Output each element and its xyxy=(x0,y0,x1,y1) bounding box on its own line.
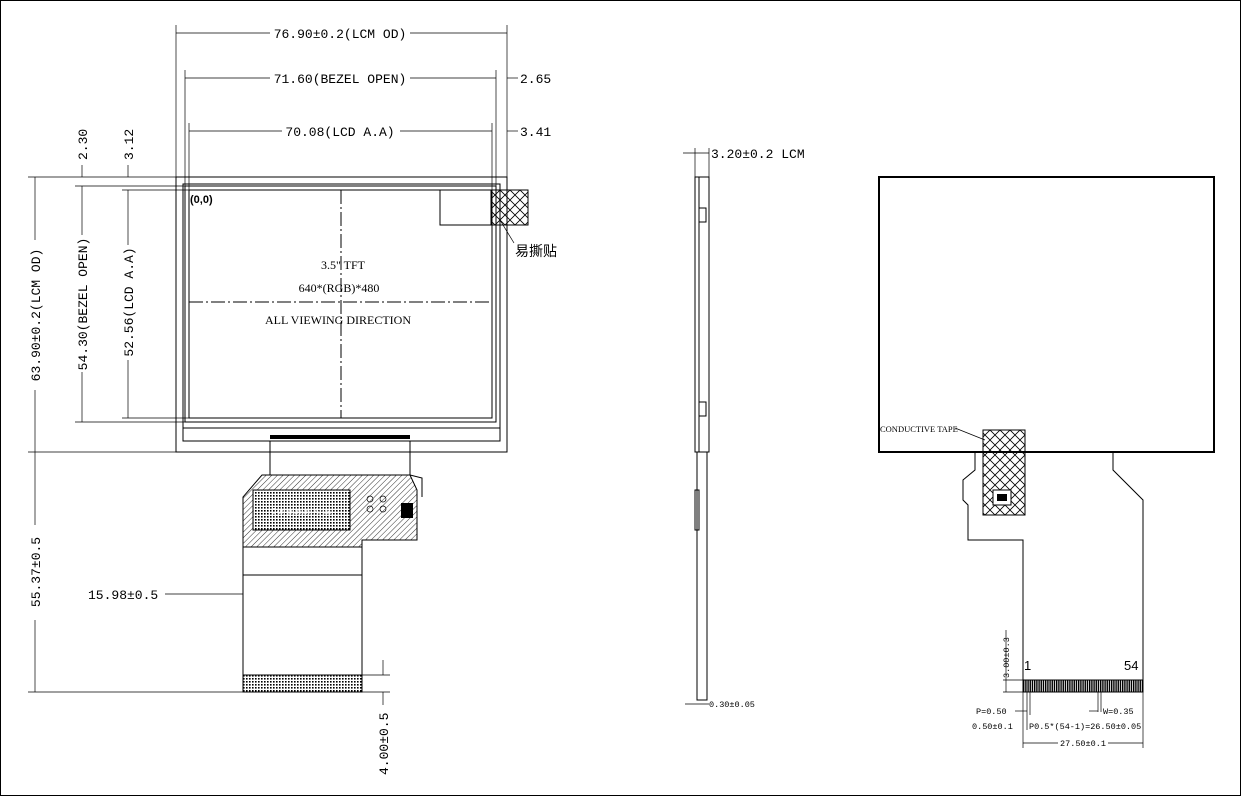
size-label: 3.5" TFT xyxy=(321,258,366,272)
bezel-outline xyxy=(182,183,501,442)
dim-bezel-open-height: 54.30(BEZEL OPEN) xyxy=(76,238,91,371)
rear-view: CONDUCTIVE TAPE 1 54 3.00±0.3 P=0.50 W=0… xyxy=(878,176,1215,749)
fpc-bond xyxy=(270,435,410,439)
peel-hatch xyxy=(490,189,529,226)
dim-stiffener: 4.00±0.5 xyxy=(377,713,392,775)
dim-right-bezel: 2.65 xyxy=(520,72,551,87)
component-area xyxy=(252,489,351,531)
dim-finger-length: 3.00±0.3 xyxy=(1002,637,1012,678)
dim-total-width: 27.50±0.1 xyxy=(1060,739,1106,749)
dim-edge: 0.50±0.1 xyxy=(972,722,1013,732)
side-outline xyxy=(694,176,710,453)
origin-label: (0,0) xyxy=(190,194,213,206)
connector-pads xyxy=(401,503,413,518)
dim-bezel-open-width: 71.60(BEZEL OPEN) xyxy=(274,72,407,87)
pin-54-label: 54 xyxy=(1124,658,1138,673)
resolution-label: 640*(RGB)*480 xyxy=(299,281,380,295)
dim-lcm-od-height: 63.90±0.2(LCM OD) xyxy=(29,249,44,382)
easy-peel-label: 易撕贴 xyxy=(515,244,557,260)
dim-lcm-od-width: 76.90±0.2(LCM OD) xyxy=(274,27,407,42)
front-view: (0,0) 3.5" TFT 640*(RGB)*480 ALL VIEWING… xyxy=(28,25,557,775)
rear-outline xyxy=(878,176,1215,453)
bezel-open xyxy=(184,185,497,423)
dim-fpc-length: 55.37±0.5 xyxy=(29,537,44,607)
dim-finger-width: W=0.35 xyxy=(1103,707,1134,717)
dim-fpc-thickness: 0.30±0.05 xyxy=(709,700,755,710)
lcm-outline xyxy=(175,176,508,453)
dim-top-bezel: 2.30 xyxy=(76,129,91,160)
dim-lcd-aa-width: 70.08(LCD A.A) xyxy=(285,125,394,140)
dim-right-aa: 3.41 xyxy=(520,125,551,140)
conductive-tape-label: CONDUCTIVE TAPE xyxy=(880,424,958,434)
dim-lcd-aa-height: 52.56(LCD A.A) xyxy=(122,247,137,356)
gold-fingers xyxy=(1022,679,1144,693)
dim-pitch: P=0.50 xyxy=(976,707,1007,717)
dim-top-aa: 3.12 xyxy=(122,129,137,160)
side-view: 3.20±0.2 LCM 0.30±0.05 xyxy=(683,147,805,710)
viewing-label: ALL VIEWING DIRECTION xyxy=(265,313,411,327)
dim-fpc-width: 15.98±0.5 xyxy=(88,588,158,603)
dim-pitch-span: P0.5*(54-1)=26.50±0.05 xyxy=(1029,722,1141,732)
stiffener xyxy=(242,674,363,693)
dim-thickness: 3.20±0.2 LCM xyxy=(711,147,805,162)
component-area-label: Component Area xyxy=(271,507,332,516)
pin-1-label: 1 xyxy=(1024,658,1031,673)
